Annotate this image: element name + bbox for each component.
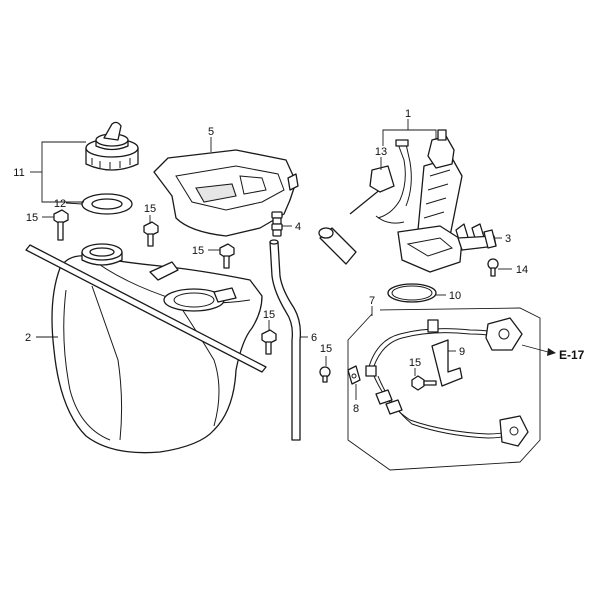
bolt-strap — [261, 329, 277, 355]
tank-strap — [25, 244, 267, 373]
pump-o-ring — [387, 283, 437, 303]
bolt-top — [143, 221, 159, 247]
fuel-tank-tray — [153, 149, 299, 237]
callout-9: 9 — [459, 346, 465, 358]
bolt-middle — [219, 243, 235, 269]
callout-3: 3 — [505, 233, 511, 245]
bolt-left — [53, 209, 69, 241]
breather-tube — [269, 239, 302, 441]
callout-15-stay: 15 — [409, 357, 421, 369]
harness-stay — [431, 339, 463, 387]
callout-8: 8 — [353, 403, 359, 415]
bolt-harness-left — [319, 366, 331, 383]
fuel-pump-assembly — [318, 129, 463, 273]
callout-2: 2 — [25, 332, 31, 344]
callout-15-top: 15 — [144, 203, 156, 215]
callout-15-middle: 15 — [192, 245, 204, 257]
callout-labels: 1 2 3 4 5 6 7 8 9 10 11 12 13 14 15 15 1… — [13, 108, 584, 415]
callout-15-harness: 15 — [320, 343, 332, 355]
callout-15-left: 15 — [26, 212, 38, 224]
callout-6: 6 — [311, 332, 317, 344]
hose-joint — [271, 211, 283, 237]
cap-gasket — [81, 193, 133, 215]
sub-harness — [365, 317, 529, 447]
pump-bracket — [455, 223, 497, 251]
bolt-harness-stay — [411, 375, 437, 391]
callout-15-strap: 15 — [263, 309, 275, 321]
callout-7: 7 — [369, 295, 375, 307]
callout-4: 4 — [295, 221, 301, 233]
callout-5: 5 — [208, 126, 214, 138]
callout-14: 14 — [516, 264, 528, 276]
fuel-tank — [51, 243, 263, 454]
harness-clamp — [347, 365, 361, 385]
callout-12: 12 — [54, 198, 66, 210]
callout-10: 10 — [449, 290, 461, 302]
callout-11: 11 — [13, 167, 24, 179]
reference-label: E-17 — [559, 348, 585, 362]
pump-screw — [487, 258, 499, 277]
callout-13: 13 — [375, 146, 387, 158]
callout-1: 1 — [405, 108, 411, 120]
fuel-cap — [85, 121, 139, 171]
harness-group-outline — [347, 307, 541, 471]
leader-lines — [30, 119, 556, 400]
